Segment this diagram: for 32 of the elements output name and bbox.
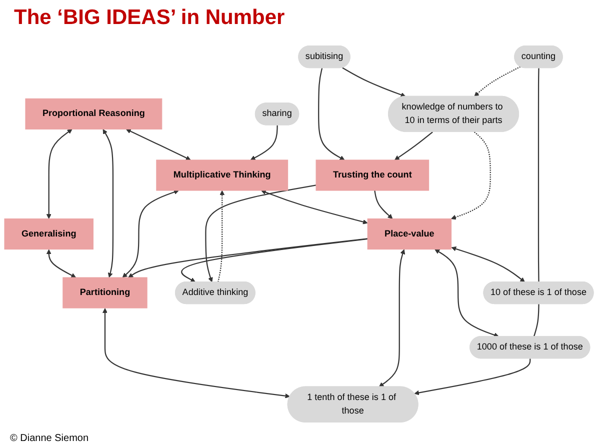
arrow — [342, 67, 406, 98]
title: The ‘BIG IDEAS’ in Number — [14, 6, 285, 30]
arrow — [434, 249, 499, 338]
arrow — [474, 66, 521, 97]
arrow — [128, 238, 368, 278]
arrow — [451, 132, 491, 220]
node-box: Partitioning — [62, 277, 148, 308]
arrow — [261, 190, 368, 224]
arrow — [46, 249, 76, 278]
arrow — [250, 125, 278, 160]
arrow — [126, 128, 191, 160]
connector — [533, 304, 540, 337]
arrow — [374, 190, 393, 219]
arrow — [102, 129, 114, 278]
arrow — [205, 184, 316, 282]
node-box: Place-value — [367, 218, 452, 250]
arrow — [414, 358, 531, 396]
node-box: Generalising — [4, 218, 94, 250]
arrow — [181, 238, 368, 282]
arrow — [46, 129, 72, 219]
arrow — [102, 308, 290, 398]
arrow — [122, 190, 179, 278]
arrow — [394, 132, 433, 160]
arrow — [451, 246, 525, 282]
arrow — [218, 190, 225, 282]
connector — [538, 68, 540, 282]
node-box: Trusting the count — [316, 160, 430, 191]
copyright-note: © Dianne Siemon — [10, 433, 89, 444]
node-box: Multiplicative Thinking — [156, 160, 288, 191]
arrow — [378, 249, 406, 388]
arrow — [318, 68, 345, 160]
node-box: Proportional Reasoning — [25, 98, 162, 130]
